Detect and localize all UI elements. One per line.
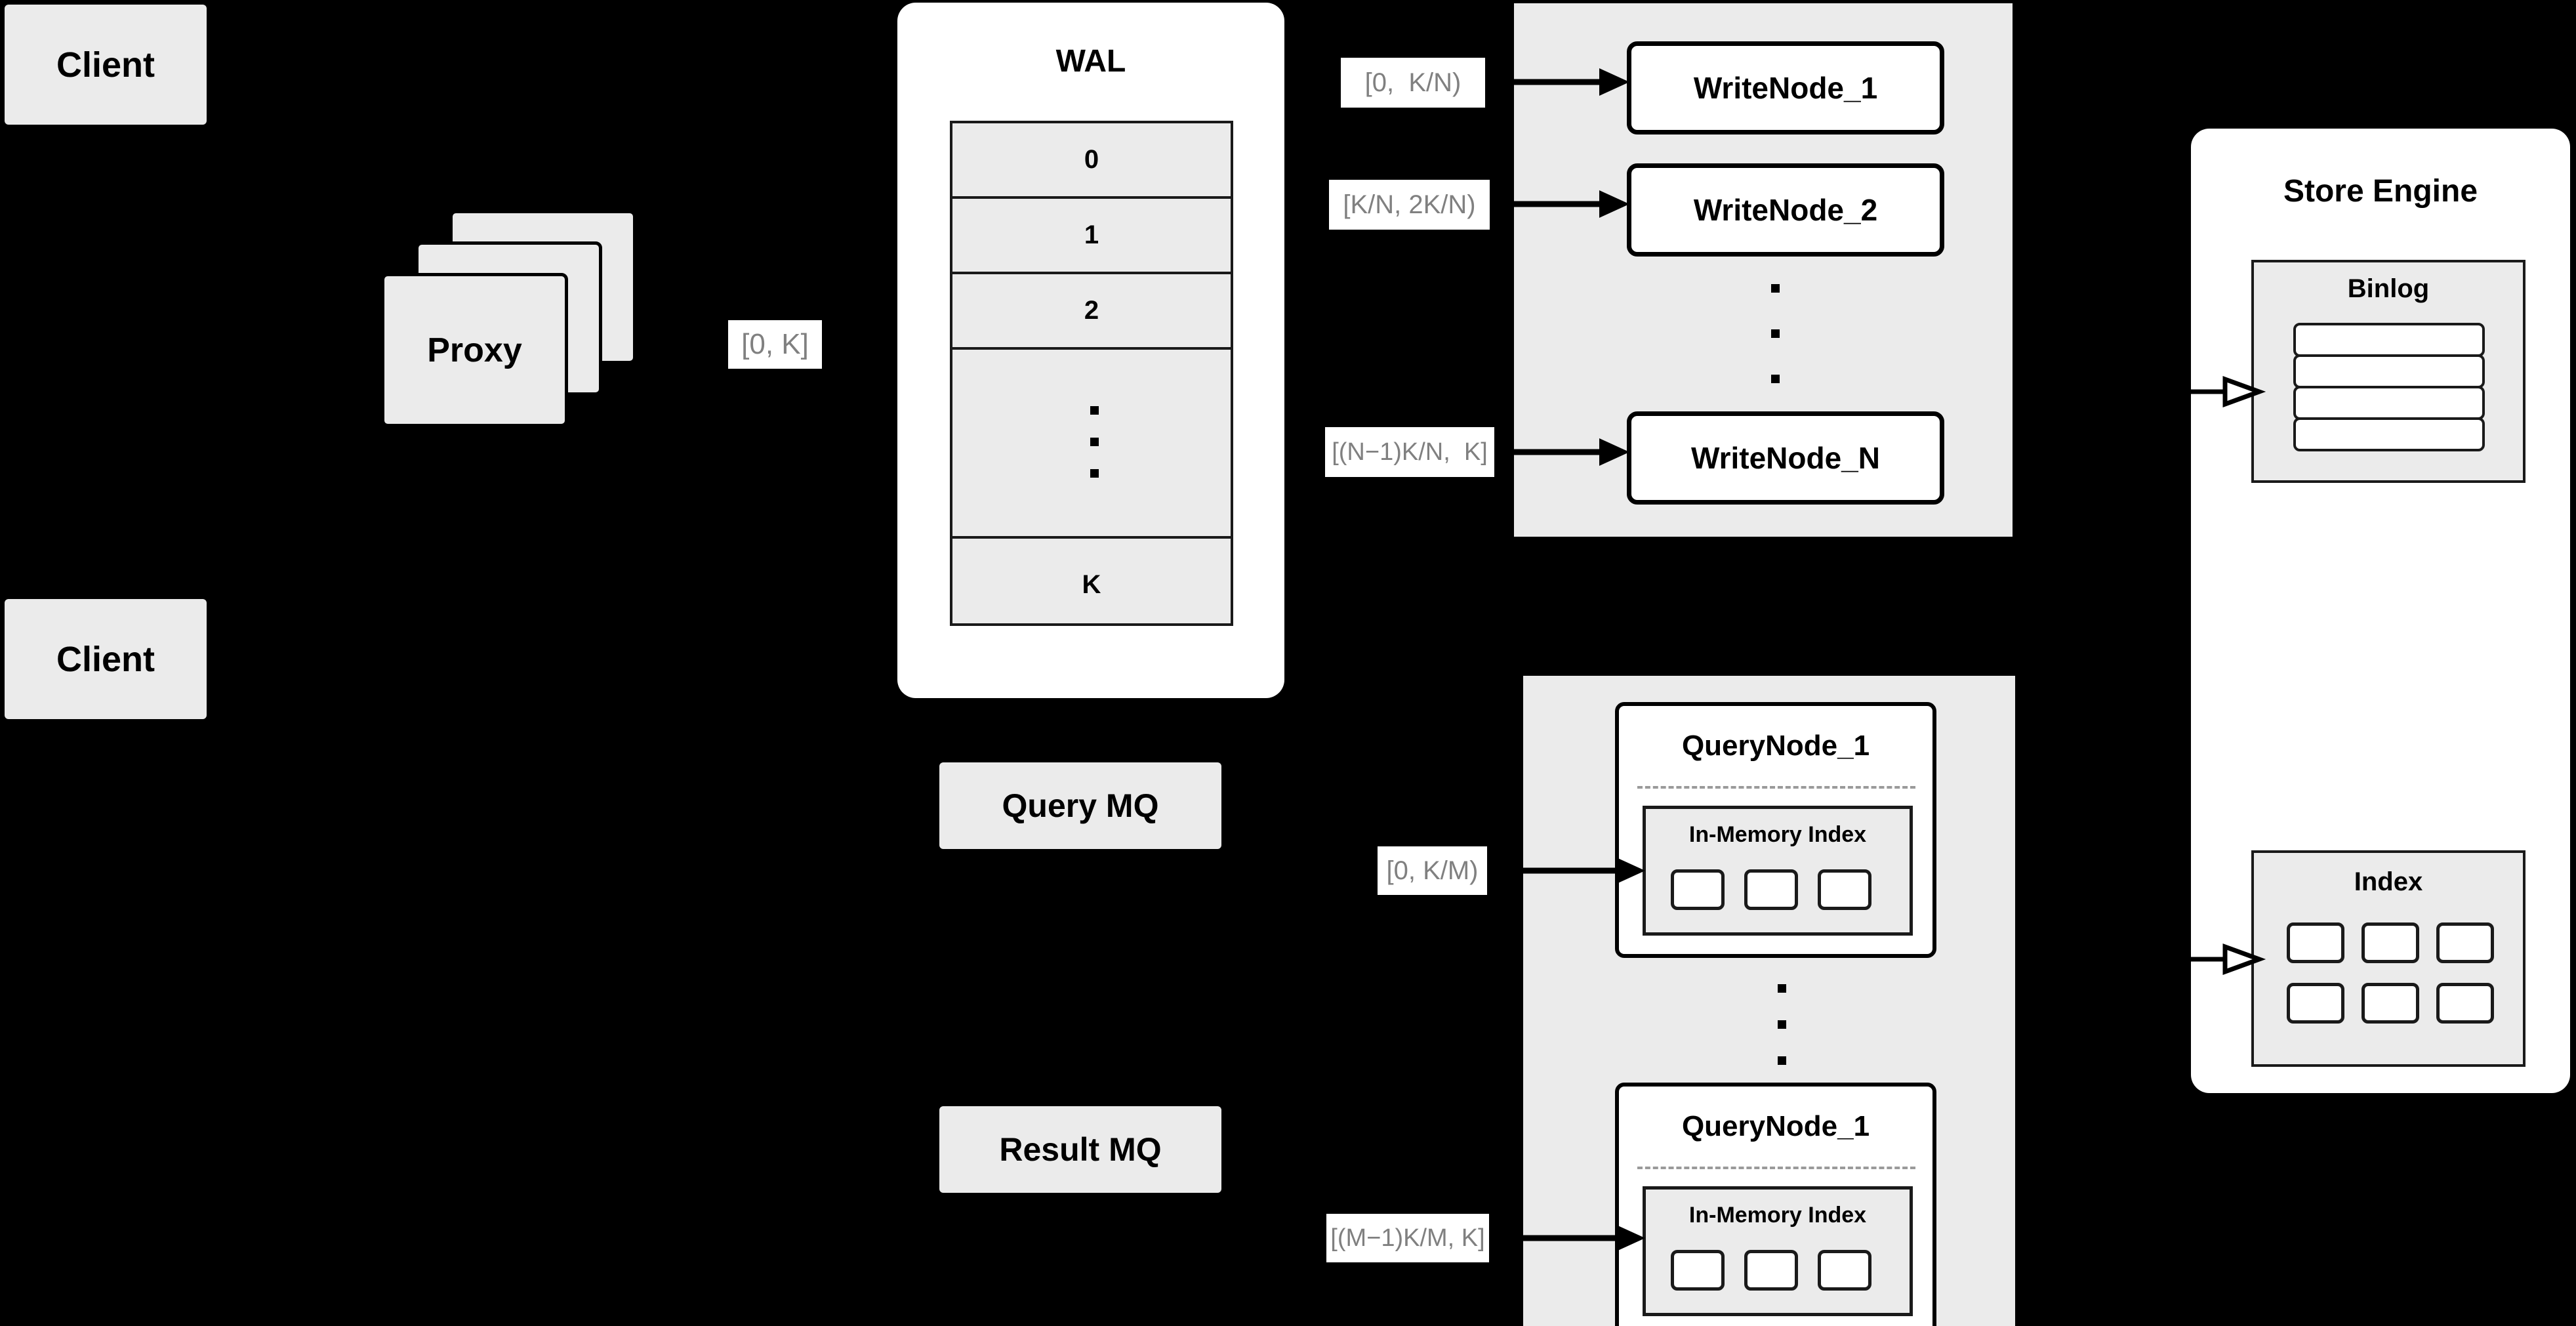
edge-label-text: [K/N, 2K/N) (1343, 190, 1476, 219)
in-memory-index-title: In-Memory Index (1688, 822, 1867, 847)
proxy-card-front: Proxy (381, 273, 568, 427)
arrow-to-write-node-1 (1514, 68, 1629, 96)
ellipsis-dot (1771, 375, 1780, 383)
index-cell (1744, 869, 1798, 910)
index-cell (1671, 1250, 1725, 1291)
write-node-n: WriteNode_N (1627, 411, 1944, 505)
client-box-2: Client (5, 599, 207, 719)
wal-row: 1 (952, 199, 1231, 274)
index-cell (1818, 869, 1871, 910)
ellipsis-dot (1778, 984, 1786, 993)
proxy-stack: Proxy (377, 210, 672, 433)
edge-label-text: [(N−1)K/N, K] (1332, 438, 1488, 466)
index-cell (2436, 983, 2494, 1024)
query-mq-label: Query MQ (1002, 787, 1159, 824)
wal-row-ellipsis (952, 350, 1231, 539)
store-engine-title: Store Engine (2283, 174, 2478, 209)
wal-title: WAL (1055, 44, 1126, 79)
edge-label-write-node-n: [(N−1)K/N, K] (1325, 427, 1494, 477)
query-node-title: QueryNode_1 (1681, 730, 1870, 762)
write-node-cluster: WriteNode_1 WriteNode_2 WriteNode_N (1514, 3, 2013, 537)
ellipsis-dot (1090, 469, 1099, 478)
client-label: Client (56, 45, 155, 85)
edge-label-text: [0, K] (741, 328, 809, 360)
query-node-cluster: QueryNode_1 In-Memory Index QueryNode_1 … (1523, 676, 2015, 1326)
index-cell (2287, 922, 2344, 963)
wal-row: 2 (952, 274, 1231, 350)
binlog-strip (2293, 386, 2485, 420)
index-cell (2287, 983, 2344, 1024)
edge-label-proxy-to-wal: [0, K] (728, 320, 822, 369)
arrow-to-write-node-n (1514, 438, 1629, 466)
proxy-label: Proxy (427, 331, 522, 369)
write-node-label: WriteNode_1 (1693, 71, 1878, 105)
query-node-divider (1637, 1167, 1915, 1169)
query-node-divider (1637, 786, 1915, 789)
wal-row: K (1082, 570, 1101, 599)
arrow-to-query-node-1 (1523, 857, 1645, 884)
arrow-to-query-node-m (1523, 1224, 1645, 1252)
write-node-label: WriteNode_N (1691, 441, 1880, 475)
query-node-m: QueryNode_1 In-Memory Index (1615, 1083, 1936, 1326)
arrow-to-index (2191, 943, 2266, 976)
write-node-1: WriteNode_1 (1627, 41, 1944, 135)
result-mq-box: Result MQ (939, 1106, 1221, 1193)
client-box-1: Client (5, 5, 207, 125)
binlog-strip (2293, 323, 2485, 357)
binlog-title: Binlog (2347, 274, 2430, 303)
query-mq-box: Query MQ (939, 762, 1221, 849)
wal-table: 0 1 2 K (950, 121, 1233, 626)
arrow-to-write-node-2 (1514, 190, 1629, 218)
edge-label-text: [0, K/N) (1364, 68, 1462, 97)
binlog-strip (2293, 417, 2485, 451)
index-cell (2361, 922, 2419, 963)
edge-label-text: [(M−1)K/M, K] (1330, 1224, 1485, 1252)
binlog-strip (2293, 354, 2485, 388)
edge-label-query-node-1: [0, K/M) (1378, 846, 1487, 895)
wal-panel: WAL 0 1 2 K (897, 3, 1284, 698)
index-cell (1744, 1250, 1798, 1291)
arrow-to-binlog (2191, 375, 2266, 408)
index-cell (1818, 1250, 1871, 1291)
edge-label-write-node-2: [K/N, 2K/N) (1329, 180, 1490, 230)
edge-label-write-node-1: [0, K/N) (1341, 58, 1485, 108)
index-cell (2436, 922, 2494, 963)
query-node-title: QueryNode_1 (1681, 1110, 1870, 1142)
query-node-1: QueryNode_1 In-Memory Index (1615, 702, 1936, 958)
in-memory-index-title: In-Memory Index (1688, 1203, 1867, 1228)
ellipsis-dot (1778, 1020, 1786, 1029)
in-memory-index-1: In-Memory Index (1643, 806, 1913, 936)
ellipsis-dot (1771, 329, 1780, 338)
result-mq-label: Result MQ (999, 1131, 1162, 1168)
client-label: Client (56, 639, 155, 679)
ellipsis-dot (1771, 284, 1780, 293)
index-title: Index (2354, 867, 2423, 896)
write-node-label: WriteNode_2 (1693, 193, 1878, 227)
ellipsis-dot (1778, 1056, 1786, 1065)
write-node-2: WriteNode_2 (1627, 163, 1944, 257)
wal-row: 0 (952, 123, 1231, 199)
index-cell (2361, 983, 2419, 1024)
in-memory-index-m: In-Memory Index (1643, 1186, 1913, 1316)
ellipsis-dot (1090, 406, 1099, 415)
index-section: Index (2251, 850, 2525, 1067)
store-engine-panel: Store Engine Binlog Index (2191, 129, 2570, 1093)
binlog-section: Binlog (2251, 260, 2525, 483)
ellipsis-dot (1090, 438, 1099, 446)
edge-label-query-node-m: [(M−1)K/M, K] (1326, 1214, 1489, 1262)
index-cell (1671, 869, 1725, 910)
edge-label-text: [0, K/M) (1386, 856, 1479, 885)
